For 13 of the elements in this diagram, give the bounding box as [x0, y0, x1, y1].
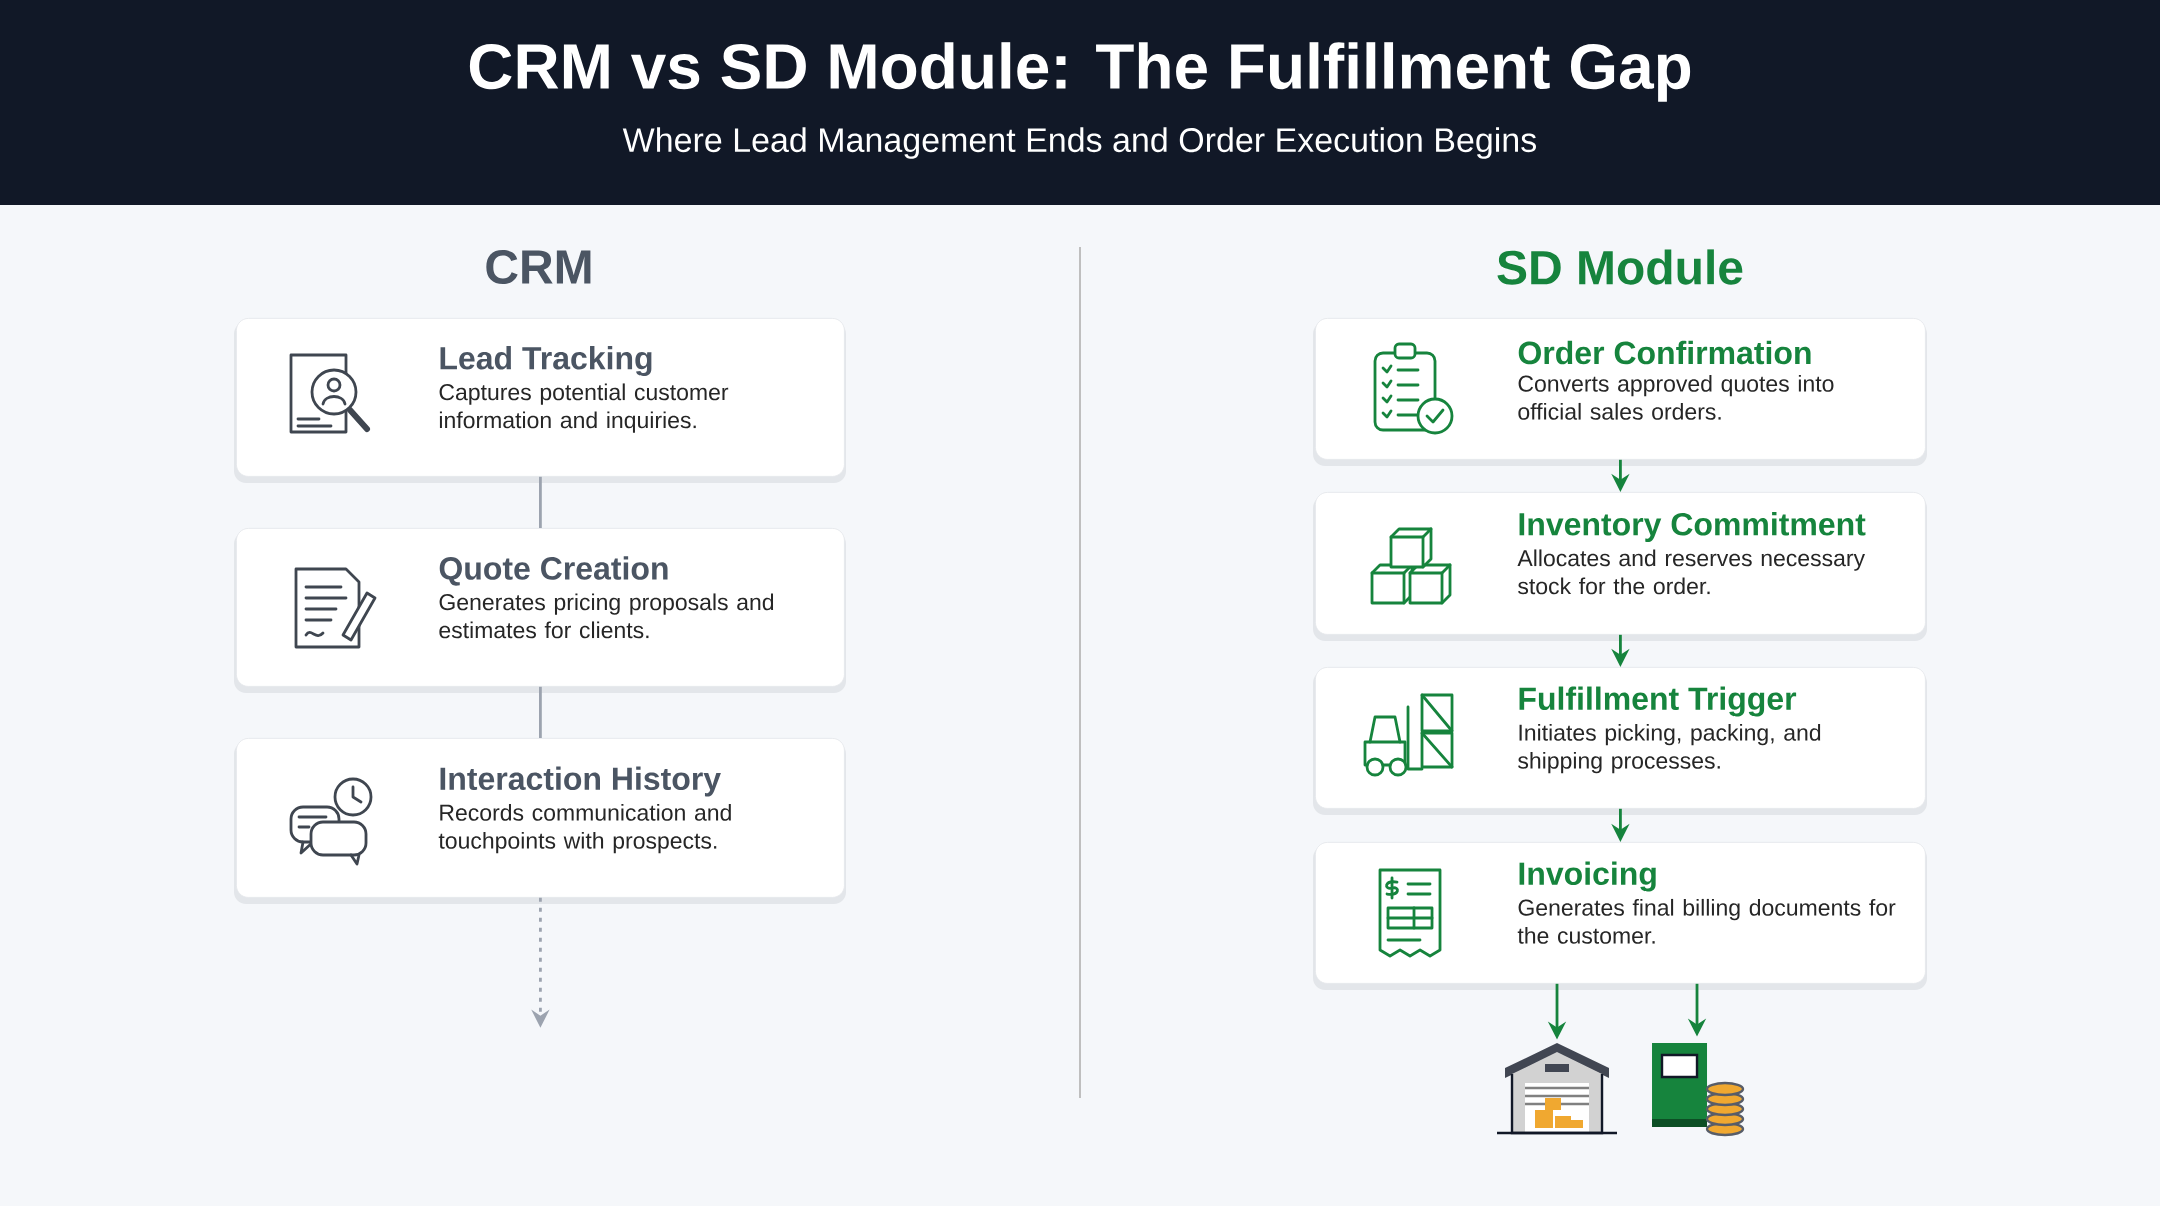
process-card: Quote Creation Generates pricing proposals and estimates for clients. [234, 528, 846, 693]
process-card: Invoicing Generates final billing documents for the customer. [1313, 842, 1927, 990]
process-card: Fulfillment Trigger Initiates picking, packing, and shipping processes. [1313, 667, 1927, 815]
connector-line [539, 476, 542, 528]
process-card: Order Confirmation Converts approved quotes into official sales orders. [1313, 318, 1927, 466]
connector-line [539, 686, 542, 738]
picture [1652, 1043, 1745, 1137]
subtitle: Where Lead Management Ends and Order Execution Begins [622, 127, 1536, 159]
picture [1497, 1043, 1617, 1135]
process-card: Lead Tracking Captures potential customer information and inquiries. [234, 318, 846, 483]
process-card: Inventory Commitment Allocates and reserves necessary stock for the order. [1313, 492, 1927, 641]
title: CRM vs SD Module: The Fulfillment Gap [469, 42, 1691, 102]
process-card: Interaction History Records communication and touchpoints with prospects. [234, 738, 846, 904]
